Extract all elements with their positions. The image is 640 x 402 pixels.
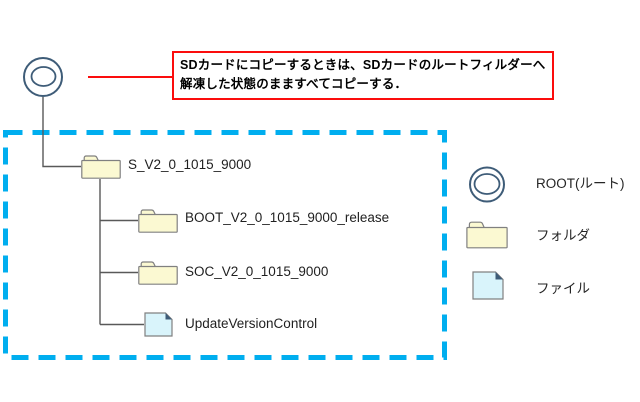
tree-node-label-updateversioncontrol: UpdateVersionControl — [185, 316, 318, 331]
folder-tab — [83, 155, 100, 162]
legend-label-folder: フォルダ — [536, 228, 590, 243]
file-fold-corner — [495, 272, 503, 280]
file-icon — [472, 271, 504, 300]
root-outer-circle — [23, 57, 63, 97]
annotation-line-1: SDカードにコピーするときは、SDカードのルートフィルダーへ — [180, 58, 546, 72]
tree-node-label-soc: SOC_V2_0_1015_9000 — [185, 264, 329, 279]
folder-body — [466, 226, 508, 249]
legend-label-file: ファイル — [536, 281, 590, 296]
connector-root-to-parent — [42, 97, 81, 168]
folder-icon — [81, 155, 121, 179]
folder-body — [138, 265, 178, 285]
annotation-line-2: 解凍した状態のまますべてコピーする． — [180, 77, 408, 91]
root-inner-ellipse — [473, 173, 501, 195]
folder-icon — [466, 221, 508, 249]
root-circle-icon — [23, 57, 63, 97]
file-body — [144, 312, 173, 337]
file-fold-corner — [165, 313, 172, 320]
folder-tab — [140, 209, 157, 216]
file-icon — [144, 312, 173, 337]
tree-node-label-parent: S_V2_0_1015_9000 — [128, 157, 252, 172]
folder-body — [81, 159, 121, 179]
folder-tab — [140, 261, 157, 268]
root-circle-icon — [469, 166, 505, 203]
folder-icon — [138, 261, 178, 285]
annotation-box: SDカードにコピーするときは、SDカードのルートフィルダーへ 解凍した状態のまま… — [172, 51, 554, 100]
folder-tab — [468, 221, 486, 229]
tree-node-label-boot: BOOT_V2_0_1015_9000_release — [185, 210, 390, 225]
root-inner-ellipse — [30, 66, 57, 87]
folder-body — [138, 213, 178, 233]
dashed-container-border — [3, 130, 447, 360]
folder-icon — [138, 209, 178, 233]
legend-label-root: ROOT(ルート) — [536, 176, 625, 191]
